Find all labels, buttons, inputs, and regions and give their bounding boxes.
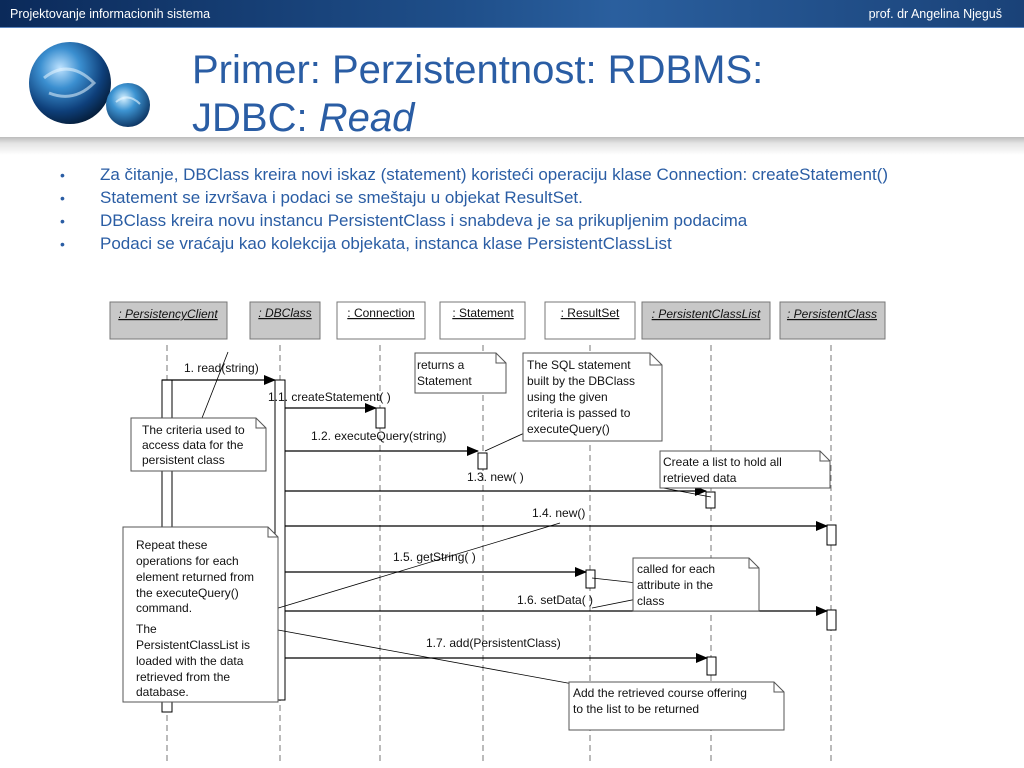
note-line: class — [637, 594, 664, 608]
bullet-text: DBClass kreira novu instancu PersistentC… — [100, 211, 748, 230]
bullet-text: Statement se izvršava i podaci se smešta… — [100, 188, 583, 207]
message-label: 1.1. createStatement( ) — [268, 390, 391, 404]
participant-label: : PersistencyClient — [118, 307, 218, 321]
bullet-icon: • — [60, 190, 65, 206]
note-line: retrieved data — [663, 471, 737, 485]
participant-connection: : Connection — [336, 301, 426, 340]
title-line-1: Primer: Perzistentnost: RDBMS: — [192, 48, 764, 92]
note-line: persistent class — [142, 453, 225, 467]
message-label: 1.3. new( ) — [467, 470, 524, 484]
participant-statement: : Statement — [439, 301, 526, 340]
note-line: the executeQuery() — [136, 586, 239, 600]
slide-title: Primer: Perzistentnost: RDBMS: JDBC: Rea… — [192, 46, 992, 142]
note-line: retrieved from the — [136, 670, 230, 684]
note-line: PersistentClassList is — [136, 638, 250, 652]
participant-label: : Statement — [452, 306, 514, 320]
author-name: prof. dr Angelina Njeguš — [868, 7, 1002, 21]
participant-label: : ResultSet — [561, 306, 620, 320]
participant-dbclass: : DBClass — [249, 301, 321, 340]
note-add-retrieved: Add the retrieved course offering to the… — [568, 681, 785, 731]
top-bar: Projektovanje informacionih sistema prof… — [0, 0, 1024, 28]
bullet-text: Podaci se vraćaju kao kolekcija objekata… — [100, 234, 672, 253]
bullet-item: • Podaci se vraćaju kao kolekcija objekat… — [60, 234, 960, 254]
top-bar-rule — [0, 27, 1024, 28]
message-labels: 1. read(string) 1.1. createStatement( ) … — [184, 361, 593, 650]
participant-persistency-client: : PersistencyClient — [109, 301, 228, 340]
title-prefix: JDBC: — [192, 96, 319, 140]
note-line: command. — [136, 601, 192, 615]
globe-logo — [29, 42, 150, 127]
globe-swirl — [43, 67, 97, 98]
note-line: Statement — [417, 374, 472, 388]
note-line: Create a list to hold all — [663, 455, 782, 469]
note-line: using the given — [527, 390, 608, 404]
note-returns-statement: returns a Statement — [414, 352, 507, 394]
note-line: The SQL statement — [527, 358, 631, 372]
participant-persistent-class: : PersistentClass — [779, 301, 886, 340]
note-line: executeQuery() — [527, 422, 610, 436]
note-criteria: The criteria used to access data for the… — [130, 417, 267, 472]
bullet-list: • Za čitanje, DBClass kreira novi iskaz (… — [60, 165, 960, 257]
note-line: access data for the — [142, 438, 244, 452]
note-line: Add the retrieved course offering — [573, 686, 747, 700]
message-label: 1.5. getString( ) — [393, 550, 476, 564]
note-line: to the list to be returned — [573, 702, 699, 716]
participant-persistent-class-list: : PersistentClassList — [641, 301, 771, 340]
note-create-list: Create a list to hold all retrieved data — [659, 450, 831, 489]
note-line: attribute in the — [637, 578, 713, 592]
bullet-icon: • — [60, 236, 65, 252]
note-line: Repeat these — [136, 538, 208, 552]
small-globe — [106, 83, 150, 127]
large-globe — [29, 42, 111, 124]
title-divider — [0, 137, 1024, 155]
bullet-item: • Statement se izvršava i podaci se smešt… — [60, 188, 960, 208]
note-line: loaded with the data — [136, 654, 244, 668]
message-label: 1.4. new() — [532, 506, 585, 520]
title-line-2: JDBC: Read — [192, 94, 992, 142]
small-globe-swirl — [115, 96, 141, 105]
message-label: 1.2. executeQuery(string) — [311, 429, 446, 443]
note-repeat-operations: Repeat these operations for each element… — [122, 526, 279, 703]
title-italic: Read — [318, 96, 415, 140]
note-sql-statement: The SQL statement built by the DBClass u… — [522, 352, 663, 442]
participant-label: : Connection — [347, 306, 414, 320]
participant-label: : PersistentClass — [787, 307, 877, 321]
note-line: built by the DBClass — [527, 374, 635, 388]
note-line: The — [136, 622, 157, 636]
note-called-for-each: called for each attribute in the class — [632, 557, 760, 612]
note-line: returns a — [417, 358, 465, 372]
participant-label: : DBClass — [258, 306, 311, 320]
message-label: 1.7. add(PersistentClass) — [426, 636, 561, 650]
participant-resultset: : ResultSet — [544, 301, 636, 340]
note-line: operations for each — [136, 554, 239, 568]
note-line: element returned from — [136, 570, 254, 584]
bullet-icon: • — [60, 167, 65, 183]
bullet-item: • Za čitanje, DBClass kreira novi iskaz (… — [60, 165, 960, 185]
message-label: 1.6. setData( ) — [517, 593, 593, 607]
bullet-item: • DBClass kreira novu instancu Persistent… — [60, 211, 960, 231]
note-line: called for each — [637, 562, 715, 576]
course-name: Projektovanje informacionih sistema — [10, 7, 211, 21]
bullet-text: Za čitanje, DBClass kreira novi iskaz (s… — [100, 165, 888, 184]
participant-label: : PersistentClassList — [652, 307, 761, 321]
note-line: The criteria used to — [142, 423, 245, 437]
note-line: criteria is passed to — [527, 406, 631, 420]
sequence-diagram: : PersistencyClient : DBClass : Connecti… — [109, 301, 886, 765]
note-line: database. — [136, 685, 189, 699]
bullet-icon: • — [60, 213, 65, 229]
